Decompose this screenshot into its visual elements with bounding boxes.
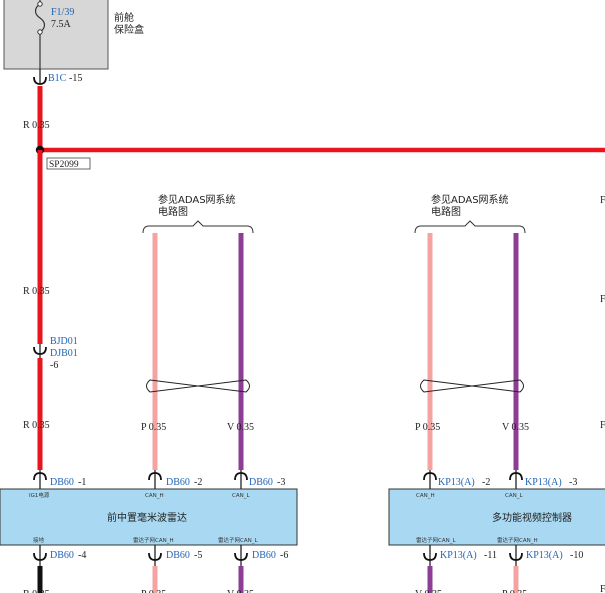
right-edge-label-3: F bbox=[600, 420, 605, 431]
m1-bottom-pin6-num: -6 bbox=[280, 550, 288, 561]
m1-bottom-pin4-num: -4 bbox=[78, 550, 86, 561]
m2-bottom-pin10-num: -10 bbox=[570, 550, 583, 561]
twisted-pair-symbol-2 bbox=[420, 379, 524, 393]
m1-top-pin3-num: -3 bbox=[277, 477, 285, 488]
ref-1-line2: 电路图 bbox=[158, 205, 188, 218]
m2-top-pin2-num: -2 bbox=[482, 477, 490, 488]
m2-bottom-pin11-num: -11 bbox=[484, 550, 497, 561]
m2-pin2-func: CAN_H bbox=[416, 493, 435, 499]
connector-b1c-pin: -15 bbox=[69, 73, 82, 84]
connector-symbol-b1c bbox=[33, 76, 47, 85]
m1-top-pin2-conn: DB60 bbox=[166, 477, 190, 488]
m1-pin5-func: 雷达子网CAN_H bbox=[133, 536, 174, 544]
m2-pin3-func: CAN_L bbox=[505, 493, 523, 499]
m1-pin4-func: 接地 bbox=[33, 536, 45, 544]
m1-bottom-pin4-conn: DB60 bbox=[50, 550, 74, 561]
m2-top-pin3-conn: KP13(A) bbox=[525, 477, 562, 488]
m2-bottom-pin11-conn: KP13(A) bbox=[440, 550, 477, 561]
connector-symbol-bjd01 bbox=[33, 346, 47, 355]
fuse-box bbox=[3, 0, 109, 70]
twisted-pair-symbol-1 bbox=[146, 379, 250, 393]
fuse-id: F1/39 bbox=[51, 7, 74, 18]
connector-b1c-id: B1C bbox=[48, 73, 67, 84]
module-video-controller-name: 多功能视频控制器 bbox=[492, 511, 572, 524]
splice-label-box bbox=[46, 157, 91, 170]
wire-label-p035-2: P 0.35 bbox=[415, 422, 440, 433]
fuse-symbol bbox=[34, 3, 46, 33]
inline-connector-pin: -6 bbox=[50, 360, 58, 371]
ref-1-line1: 参见ADAS网系统 bbox=[158, 193, 236, 206]
wire-label-v035-2: V 0.35 bbox=[502, 422, 529, 433]
wire-label-v035-1: V 0.35 bbox=[227, 422, 254, 433]
ref-2-line2: 电路图 bbox=[431, 205, 461, 218]
m2-top-connector-symbol-2 bbox=[509, 472, 523, 481]
splice-id: SP2099 bbox=[49, 160, 79, 170]
module-front-radar bbox=[0, 488, 298, 546]
ref-1-bracket bbox=[142, 220, 254, 234]
m1-top-connector-symbol-2 bbox=[148, 472, 162, 481]
fuse-box-label-2: 保险盒 bbox=[114, 23, 144, 36]
m1-top-pin1-num: -1 bbox=[78, 477, 86, 488]
m2-bottom-connector-symbol-1 bbox=[423, 552, 437, 561]
wire-label-p035-1: P 0.35 bbox=[141, 422, 166, 433]
bottom-wire-label-p035-2: P 0.35 bbox=[502, 589, 527, 593]
m1-top-pin2-num: -2 bbox=[194, 477, 202, 488]
wire-label-r035-3: R 0.35 bbox=[23, 420, 50, 431]
m1-bottom-connector-symbol-1 bbox=[33, 552, 47, 561]
bottom-wire-label-v035-2: V 0.35 bbox=[415, 589, 442, 593]
m1-bottom-connector-symbol-3 bbox=[234, 552, 248, 561]
m2-top-pin2-conn: KP13(A) bbox=[438, 477, 475, 488]
ref-2-line1: 参见ADAS网系统 bbox=[431, 193, 509, 206]
fuse-box-label-1: 前舱 bbox=[114, 11, 134, 24]
m1-bottom-pin5-num: -5 bbox=[194, 550, 202, 561]
bottom-wire-label-p035: P 0.35 bbox=[141, 589, 166, 593]
fuse-rating: 7.5A bbox=[51, 19, 72, 30]
m1-top-connector-symbol-1 bbox=[33, 472, 47, 481]
fuse-terminal-bottom bbox=[37, 29, 43, 35]
m2-bottom-pin10-conn: KP13(A) bbox=[526, 550, 563, 561]
right-edge-label-2: F bbox=[600, 294, 605, 305]
fuse-terminal-top bbox=[37, 1, 43, 7]
m1-pin6-func: 雷达子网CAN_L bbox=[218, 536, 258, 544]
module-video-controller bbox=[388, 488, 605, 546]
m1-bottom-pin6-conn: DB60 bbox=[252, 550, 276, 561]
wire-label-r035-2: R 0.35 bbox=[23, 286, 50, 297]
m1-pin1-func: IG1电源 bbox=[29, 491, 50, 499]
m1-bottom-pin5-conn: DB60 bbox=[166, 550, 190, 561]
right-edge-label-1: F bbox=[600, 195, 605, 206]
ref-2-bracket bbox=[414, 220, 526, 234]
m1-bottom-connector-symbol-2 bbox=[148, 552, 162, 561]
m2-bottom-connector-symbol-2 bbox=[509, 552, 523, 561]
m1-pin3-func: CAN_L bbox=[232, 493, 250, 499]
inline-connector-id2: DJB01 bbox=[50, 348, 78, 359]
m1-top-pin3-conn: DB60 bbox=[249, 477, 273, 488]
m1-pin2-func: CAN_H bbox=[145, 493, 164, 499]
m2-top-connector-symbol-1 bbox=[423, 472, 437, 481]
right-edge-label-4: F bbox=[600, 584, 605, 593]
m2-pin11-func: 雷达子网CAN_L bbox=[416, 536, 456, 544]
bottom-wire-label-r035: R 0.35 bbox=[23, 589, 50, 593]
inline-connector-id1: BJD01 bbox=[50, 336, 78, 347]
wire-label-r035-1: R 0.35 bbox=[23, 120, 50, 131]
m1-top-connector-symbol-3 bbox=[234, 472, 248, 481]
m1-top-pin1-conn: DB60 bbox=[50, 477, 74, 488]
module-front-radar-name: 前中置毫米波雷达 bbox=[107, 511, 187, 524]
bottom-wire-label-v035: V 0.35 bbox=[227, 589, 254, 593]
m2-top-pin3-num: -3 bbox=[569, 477, 577, 488]
m2-pin10-func: 雷达子网CAN_H bbox=[497, 536, 538, 544]
